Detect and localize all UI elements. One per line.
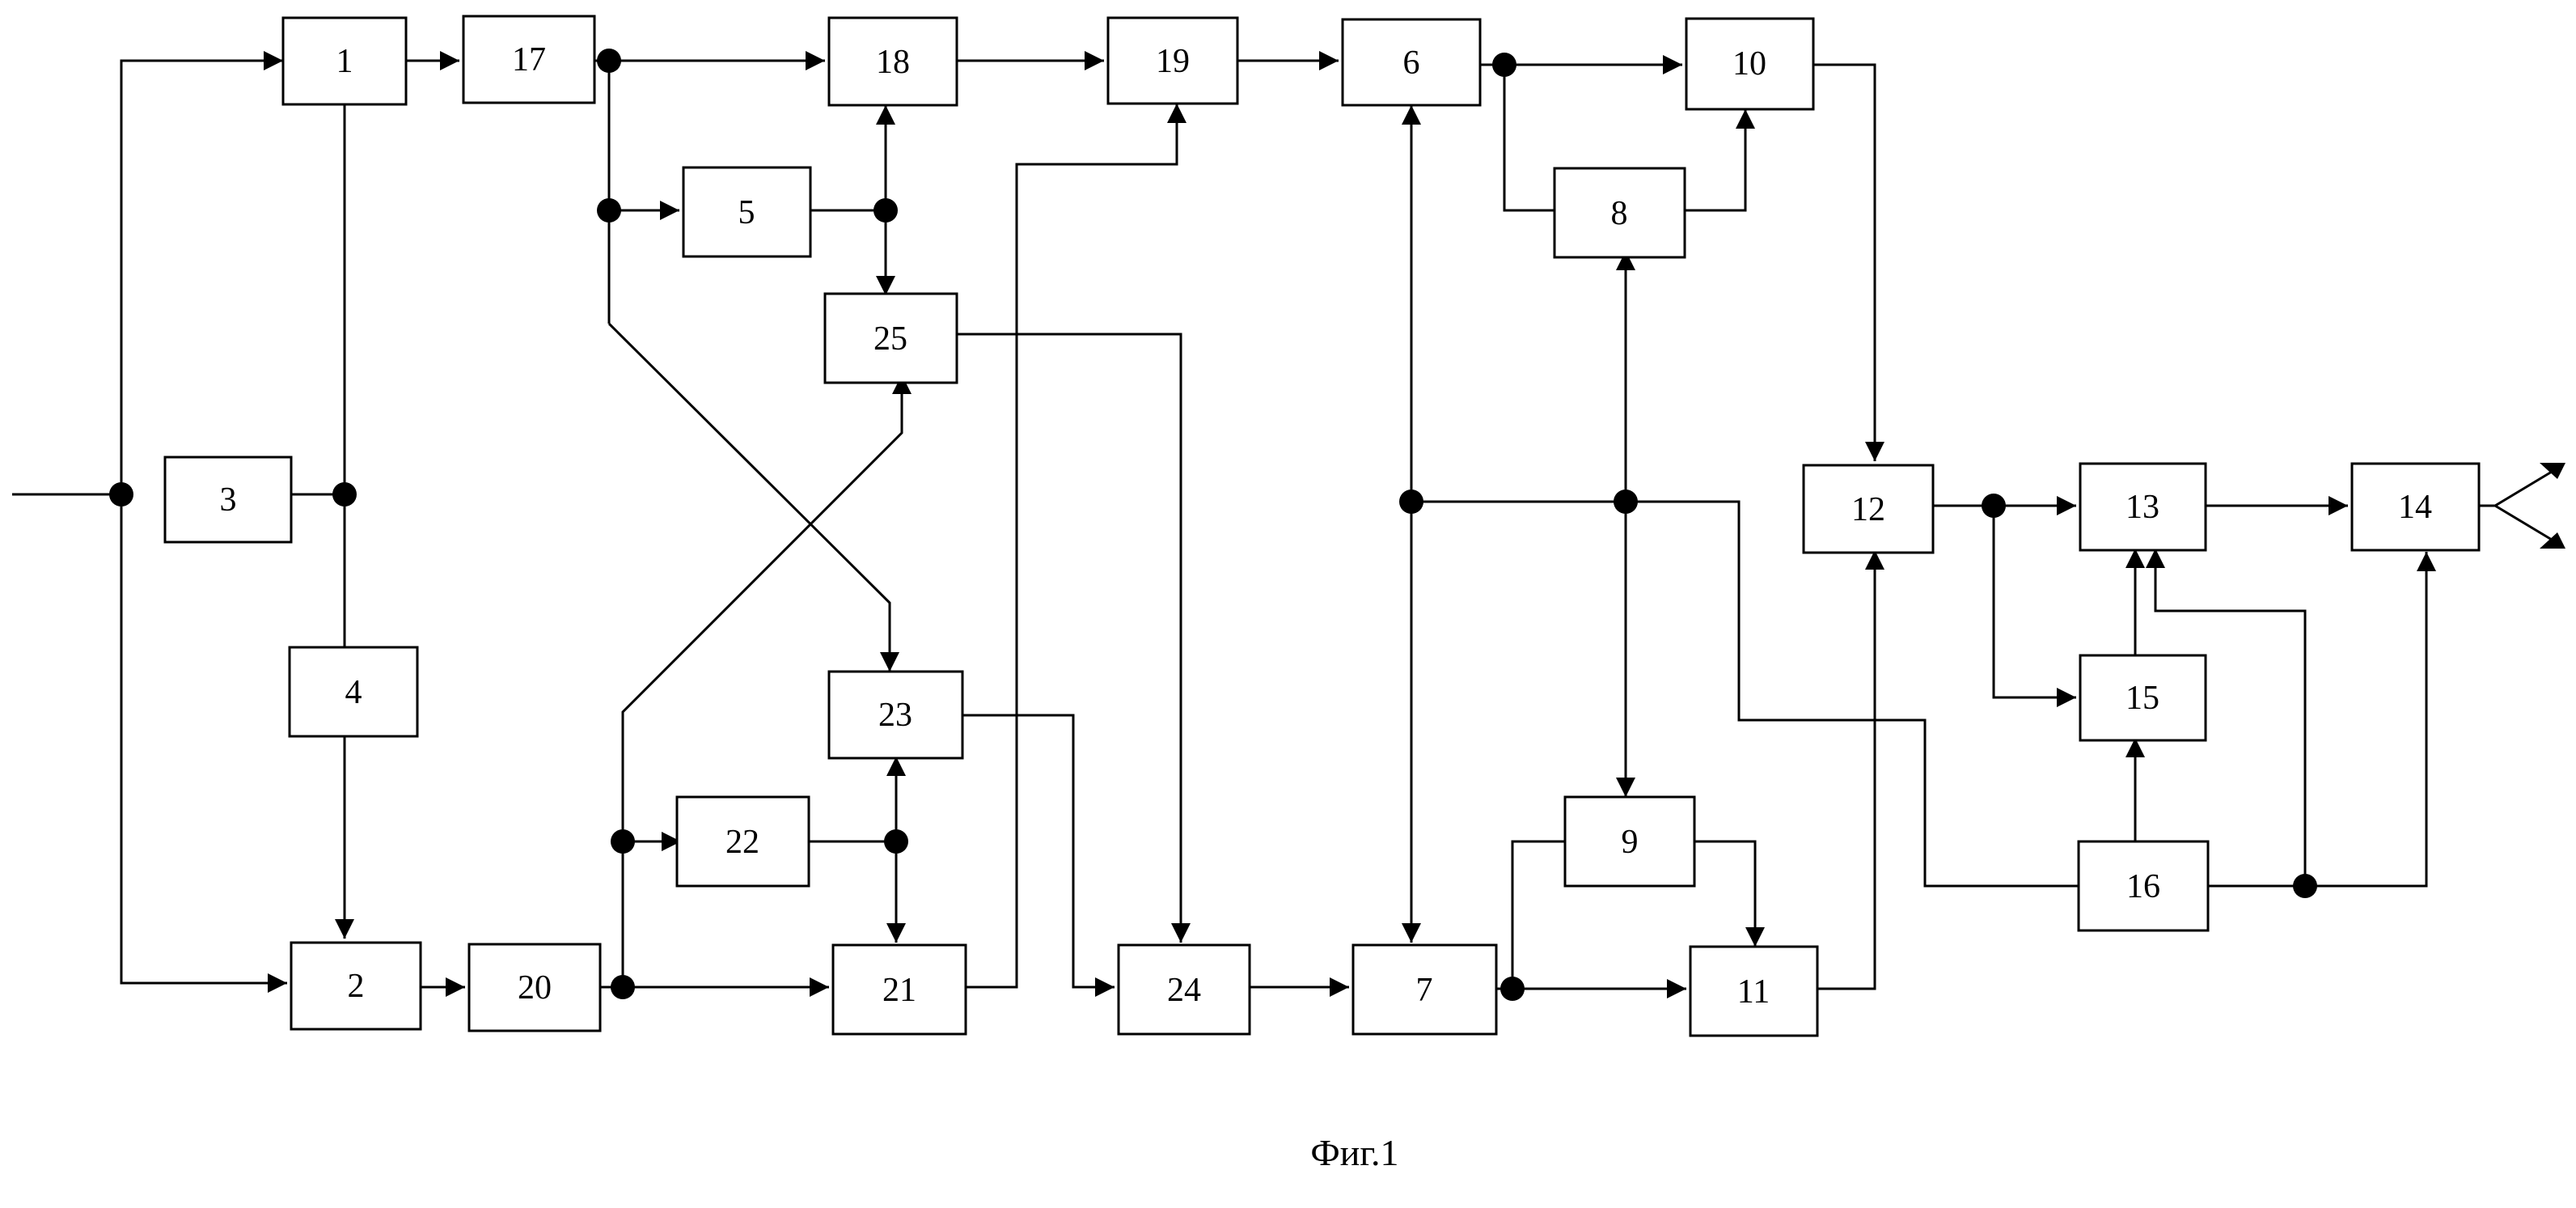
block-15: 15 — [2080, 655, 2206, 740]
block-label: 18 — [876, 44, 910, 81]
antenna-icon — [2479, 469, 2556, 506]
block-25: 25 — [825, 294, 957, 383]
block-label: 13 — [2126, 489, 2159, 526]
block-14: 14 — [2352, 464, 2479, 550]
block-17: 17 — [463, 16, 594, 103]
block-label: 10 — [1732, 45, 1766, 83]
blocks: 1 2 3 4 5 6 7 8 9 10 11 12 13 14 15 16 1… — [165, 16, 2479, 1036]
block-3: 3 — [165, 457, 291, 542]
block-22: 22 — [677, 797, 809, 886]
block-label: 19 — [1156, 43, 1190, 80]
block-label: 3 — [220, 481, 237, 519]
block-label: 14 — [2398, 489, 2432, 526]
block-1: 1 — [283, 18, 406, 104]
junction-nodes — [109, 49, 2317, 1001]
block-4: 4 — [290, 647, 417, 736]
block-8: 8 — [1554, 168, 1685, 257]
block-label: 23 — [878, 697, 912, 734]
block-16: 16 — [2079, 841, 2208, 930]
block-2: 2 — [291, 943, 421, 1029]
block-18: 18 — [829, 18, 957, 105]
block-12: 12 — [1804, 465, 1933, 553]
block-label: 2 — [348, 968, 365, 1005]
block-5: 5 — [683, 167, 810, 256]
block-10: 10 — [1686, 19, 1813, 109]
block-9: 9 — [1565, 797, 1694, 886]
block-20: 20 — [469, 944, 600, 1031]
block-label: 7 — [1416, 972, 1433, 1009]
block-21: 21 — [833, 945, 966, 1034]
block-23: 23 — [829, 672, 962, 758]
block-label: 8 — [1611, 195, 1628, 232]
block-label: 9 — [1622, 824, 1639, 861]
block-19: 19 — [1108, 18, 1237, 104]
block-label: 11 — [1737, 973, 1770, 1011]
block-7: 7 — [1353, 945, 1496, 1034]
block-6: 6 — [1343, 19, 1480, 105]
figure-caption: Фиг.1 — [1310, 1132, 1398, 1173]
block-label: 22 — [725, 824, 759, 861]
block-label: 6 — [1403, 45, 1420, 82]
block-13: 13 — [2080, 464, 2206, 550]
block-label: 17 — [512, 41, 546, 78]
block-label: 25 — [873, 320, 907, 358]
block-label: 1 — [336, 43, 353, 80]
block-label: 12 — [1851, 491, 1885, 528]
block-label: 4 — [345, 674, 362, 711]
block-label: 16 — [2126, 868, 2160, 905]
block-11: 11 — [1690, 947, 1817, 1036]
block-label: 20 — [518, 969, 552, 1007]
block-label: 15 — [2126, 680, 2159, 717]
block-label: 21 — [882, 972, 916, 1009]
block-label: 5 — [738, 194, 755, 231]
block-24: 24 — [1119, 945, 1250, 1034]
block-label: 24 — [1167, 972, 1201, 1009]
